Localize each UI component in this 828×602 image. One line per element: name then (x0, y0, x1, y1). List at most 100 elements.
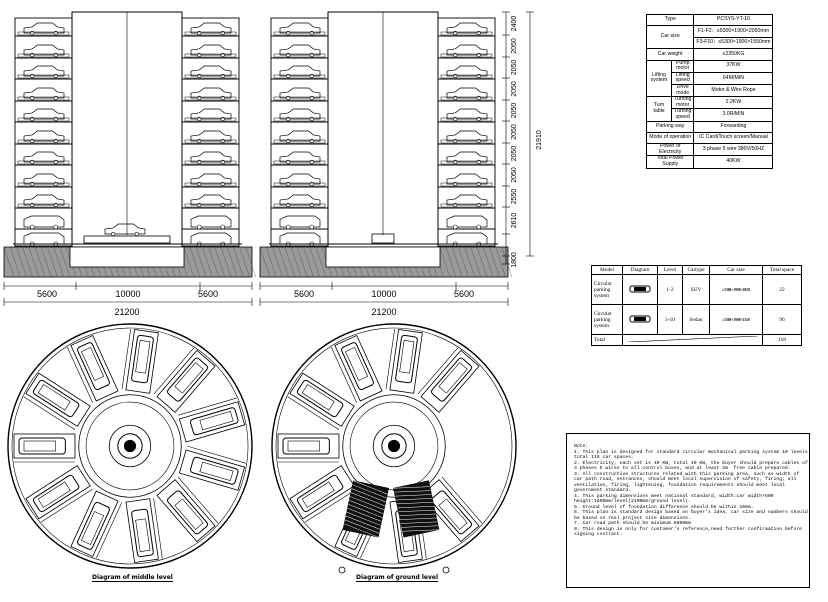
parking-bay (277, 433, 340, 463)
outer-ring-inner (11, 327, 249, 565)
car-icon (23, 194, 65, 208)
bay-divider (287, 396, 340, 430)
table-row: Circular parking system 1-2 SUV ≤5300×19… (591, 274, 802, 305)
spec-turnmotor-value: 2.2KW (693, 96, 774, 110)
marker (338, 566, 346, 574)
car-wheel (30, 138, 35, 144)
floor-dim-label: 2050 (511, 103, 518, 119)
car-wheel (453, 159, 458, 165)
ramp-hatch (347, 507, 382, 522)
parking-bay (23, 372, 91, 430)
pit-interior (325, 246, 441, 268)
spec-carweight-label: Car weight (645, 48, 695, 61)
car-wheel (30, 159, 35, 165)
car-top-view (282, 437, 330, 455)
bay-divider (304, 488, 357, 523)
car-roof (174, 362, 204, 394)
hatch-line (196, 246, 207, 278)
car-body (446, 44, 488, 56)
summary-model-1: Circular parking system (591, 274, 623, 305)
car-wheel (197, 95, 202, 101)
car-wheel (220, 159, 225, 165)
car-icon (446, 194, 488, 208)
hub (117, 433, 143, 459)
bay-outline (277, 433, 340, 459)
hatch-line (10, 246, 21, 278)
car-body (23, 44, 65, 56)
pallet (17, 31, 70, 36)
summary-total-value: 118 (762, 334, 802, 346)
car-roof (23, 440, 57, 452)
car-wheel (220, 73, 225, 79)
car-top-view (167, 357, 209, 402)
bay-outline (70, 334, 119, 402)
ramp-hatch (398, 509, 435, 512)
car-wheel (453, 52, 458, 58)
pallet (184, 53, 237, 58)
spec-turnmotor-label: Turning motor (670, 96, 695, 110)
parking-bay (417, 347, 480, 413)
car-wheel (286, 138, 291, 144)
bay-outline (289, 465, 355, 520)
ramp-hatch (402, 529, 440, 532)
ramp-hatch (345, 515, 380, 530)
car-wheel (453, 116, 458, 122)
note-8: 8. This design is only for customer's re… (574, 526, 805, 538)
car-top-view (18, 437, 66, 455)
car-wheel (476, 73, 481, 79)
elevation-view-right (259, 11, 512, 306)
car-wheel (220, 95, 225, 101)
car-body (190, 194, 232, 206)
car-body (190, 173, 232, 185)
pallet (184, 31, 237, 36)
hatch-line (189, 246, 201, 278)
hatch-line (202, 246, 213, 278)
car-wheel (220, 52, 225, 58)
pallet (440, 203, 493, 208)
car-icon (190, 108, 232, 122)
ramp-hatch (344, 523, 379, 538)
car-body (23, 151, 65, 163)
spec-carsize-value-1: F1-F2：≤5300×1900×2050mm (693, 25, 774, 38)
car-wheel (197, 116, 202, 122)
car-wheel (476, 202, 481, 208)
summary-header-cartype: Cartype (682, 265, 710, 275)
turntable-ring (78, 394, 182, 498)
car-body (279, 65, 321, 77)
lift-platform (83, 235, 171, 244)
pallet (17, 139, 70, 144)
floor-dim-label: 2610 (511, 213, 518, 229)
hatch-line (464, 246, 475, 278)
car-body (279, 173, 321, 185)
ramp-hatch (399, 513, 436, 516)
hatch-line (501, 246, 512, 278)
marker (442, 566, 450, 574)
car-body (279, 87, 321, 99)
hatch-line (233, 246, 244, 278)
summary-header-model: Model (591, 265, 623, 275)
summary-total-1: 22 (762, 274, 802, 305)
car-roof (301, 481, 335, 508)
caption-ground-level: Diagram of ground level (356, 574, 439, 582)
car-wheel (286, 52, 291, 58)
car-icon (279, 108, 321, 122)
spec-carsize-value-2: F3-F10：≤5300×1900×1550mm (693, 36, 774, 50)
car-wheel (286, 30, 291, 36)
pallet (273, 203, 326, 208)
car-roof (199, 410, 234, 431)
bay-divider (40, 488, 93, 523)
notes-box: Note: 1. This plan is designed for stand… (566, 433, 810, 588)
summary-cartype-1: SUV (682, 274, 710, 305)
dim-right-2: 10000 (371, 289, 396, 299)
hatch-line (259, 246, 271, 278)
parking-bay (125, 498, 163, 563)
bay-outline (420, 349, 480, 413)
car-roof (135, 340, 151, 374)
floor-dim-label: 2050 (511, 81, 518, 97)
summary-table: Model Diagram Level Cartype Car size Tot… (591, 265, 802, 346)
note-6: 6. This plan is standard design based on… (574, 510, 811, 521)
car-top-view (431, 357, 473, 402)
suv-icon (190, 215, 232, 230)
car-body (446, 65, 488, 77)
ramp-hatch (353, 480, 388, 495)
